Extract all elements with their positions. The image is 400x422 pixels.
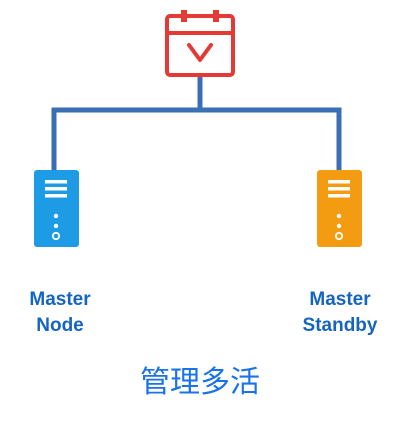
master-standby-label-line2: Standby: [302, 315, 378, 336]
master-standby-server-icon: [317, 170, 362, 247]
master-node-label-line2: Node: [36, 315, 84, 336]
calendar-check-icon: [165, 10, 235, 77]
master-node-label-line1: Master: [29, 289, 91, 310]
caption: 管理多活: [140, 365, 260, 400]
connector-tree: [51, 107, 342, 170]
master-node-label: Master Node: [8, 287, 112, 339]
connector-lines: [51, 77, 342, 170]
master-standby-label-line1: Master: [309, 289, 371, 310]
master-standby-label: Master Standby: [284, 287, 396, 339]
master-node-server-icon: [34, 170, 79, 247]
